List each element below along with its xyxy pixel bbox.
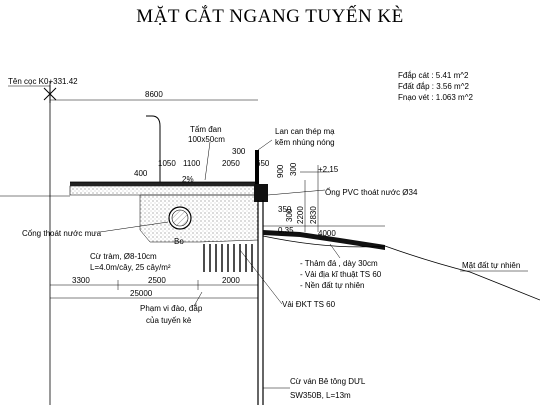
dim-8600: 8600 [145, 90, 163, 99]
lan-can-label-1: Lan can thép mạ [275, 127, 335, 136]
cu-tram-label-1: Cừ tràm, Ø8-10cm [90, 252, 157, 261]
dim-900: 900 [276, 164, 285, 178]
tham-da-label: - Thảm đá , dày 30cm [300, 259, 378, 268]
station-label: Tên cọc K0+331.42 [8, 77, 78, 86]
leader-tam-dan [204, 141, 211, 181]
dredge-area: Fnạo vét : 1.063 m^2 [398, 93, 473, 102]
cu-van-label-1: Cừ ván Bê tông DƯL [290, 377, 366, 386]
road-surface [70, 182, 258, 186]
drawing-title: MẶT CẮT NGANG TUYẾN KÈ [136, 6, 404, 27]
dim-25000: 25000 [130, 289, 153, 298]
vai-dia-label: - Vải địa kĩ thuật TS 60 [300, 270, 382, 279]
slope-label: 2% [182, 175, 194, 184]
melaleuca-piles [203, 244, 253, 272]
tam-dan-size: 100x50cm [188, 135, 225, 144]
wall-cap [254, 184, 268, 202]
dim-2000: 2000 [222, 276, 240, 285]
leader-lan-can [257, 139, 273, 151]
pham-vi-label-1: Phạm vi đào, đắp [140, 304, 203, 313]
dim-2830: 2830 [309, 206, 318, 224]
dim-1050: 1050 [158, 159, 176, 168]
leader-vai-dkt [239, 249, 283, 305]
nen-dat-label: - Nền đất tự nhiên [300, 281, 365, 290]
pham-vi-label-2: của tuyến kè [146, 316, 192, 325]
mat-dat-label: Mặt đất tự nhiên [462, 261, 520, 270]
dim-2500: 2500 [148, 276, 166, 285]
dim-300-top: 300 [232, 147, 246, 156]
fill-sand-area: Fđắp cát : 5.41 m^2 [398, 71, 469, 80]
lamp-post-icon [146, 115, 161, 185]
culvert-label: Cống thoát nước mưa [22, 229, 102, 238]
dim-350: 350 [278, 205, 292, 214]
leader-cong [99, 221, 169, 233]
dim-400: 400 [134, 169, 148, 178]
dim-300-b: 300 [285, 208, 294, 222]
dim-1100: 1100 [183, 159, 201, 168]
tam-dan-label: Tấm đan [190, 125, 222, 134]
dim-035: 0.35 [278, 226, 294, 235]
quantity-table: Fđắp cát : 5.41 m^2 Fđất đắp : 3.56 m^2 … [398, 70, 473, 103]
leader-pvc [267, 189, 326, 196]
road-base [69, 185, 259, 196]
cu-van-label-2: SW350B, L=13m [290, 391, 351, 400]
bo-label: Bo [174, 237, 184, 246]
dim-650: 650 [256, 159, 270, 168]
fill-soil-area: Fđất đắp : 3.56 m^2 [398, 82, 469, 91]
dim-2200: 2200 [296, 206, 305, 224]
vai-dkt-label: Vải ĐKT TS 60 [282, 300, 336, 309]
drain-culvert-inner [171, 209, 189, 227]
railing-post [255, 150, 259, 185]
leader-pham-vi [193, 291, 203, 307]
dim-3300: 3300 [72, 276, 90, 285]
river-bed [262, 235, 540, 301]
dim-300-vert: 300 [289, 162, 298, 176]
cu-tram-label-2: L=4.0m/cây, 25 cây/m² [90, 263, 171, 272]
pvc-label: Ống PVC thoát nước Ø34 [325, 187, 418, 197]
dim-2050: 2050 [222, 159, 240, 168]
lan-can-label-2: kẽm nhúng nóng [275, 138, 335, 147]
sand-fill [139, 194, 259, 243]
leader-tham-da [329, 243, 341, 259]
dim-4000-label: 4000 [318, 229, 336, 238]
elev-label: +2.15 [318, 165, 339, 174]
rock-mattress [263, 230, 385, 250]
station-marker-icon [43, 85, 57, 103]
